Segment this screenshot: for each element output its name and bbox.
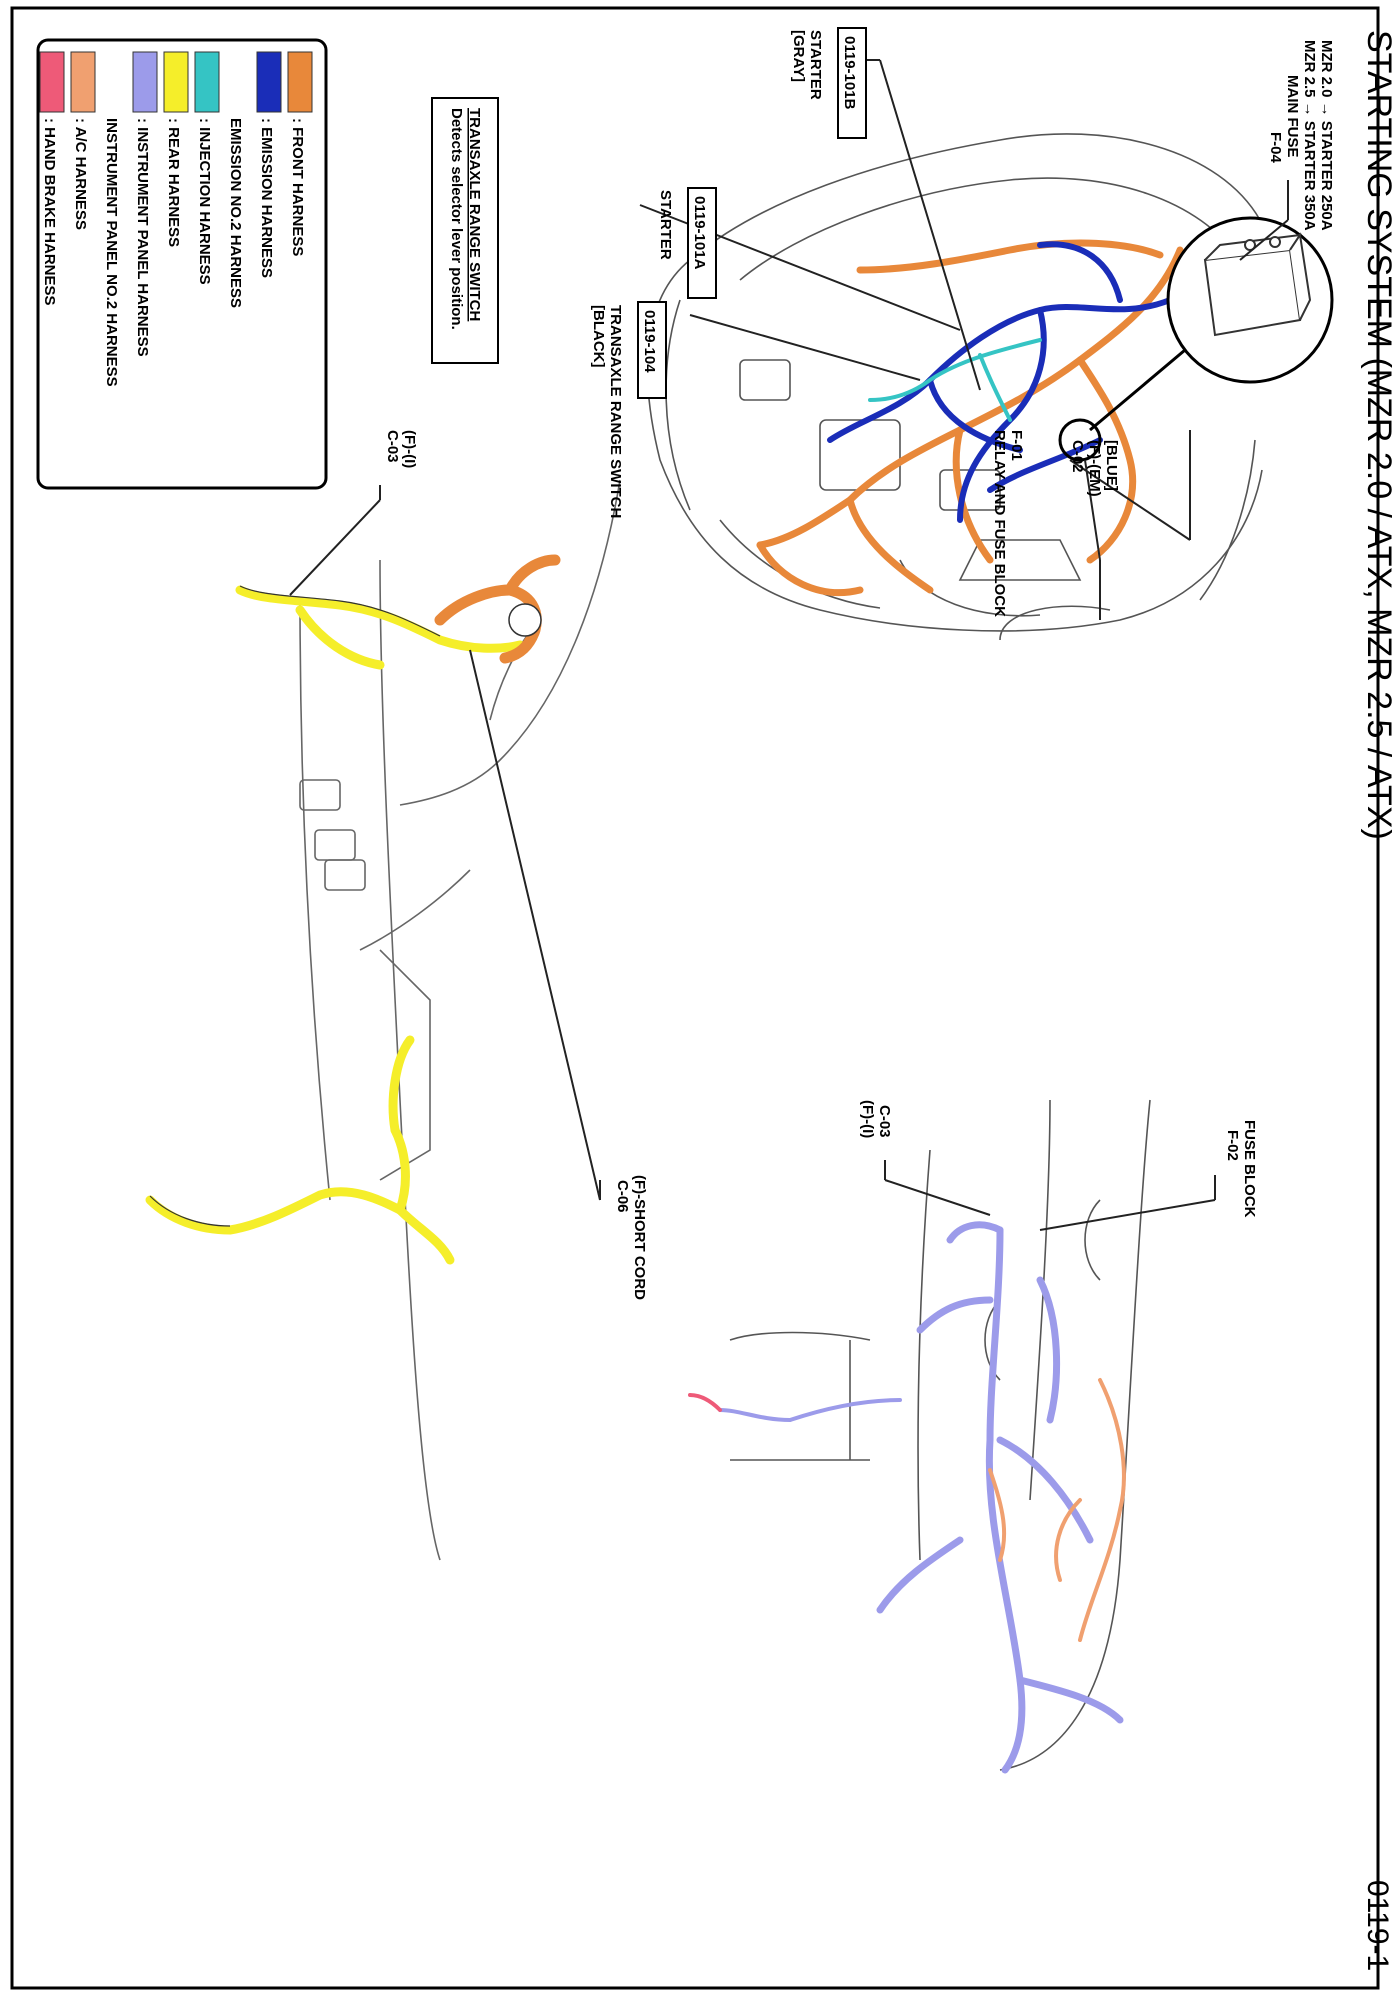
- engine-compartment-view: [646, 133, 1263, 641]
- battery-icon: [1203, 232, 1312, 337]
- legend-label: : A/C HARNESS: [72, 118, 89, 230]
- ip-c03-code: C-03: [876, 1105, 893, 1138]
- main-fuse-code: F-04: [1267, 132, 1284, 164]
- page-border: [10, 6, 1380, 1990]
- front-harness-floor: [434, 554, 561, 664]
- callout-starter-b: 0119-101B STARTER [GRAY]: [790, 27, 867, 139]
- tip-box: TRANSAXLE RANGE SWITCH Detects selector …: [431, 97, 499, 364]
- fuse-block-code: F-02: [1224, 1130, 1241, 1161]
- legend-swatch: [70, 51, 96, 113]
- c06-code: C-06: [614, 1180, 631, 1213]
- leader-lines: [289, 59, 1289, 1231]
- em-code: (F)-(EM): [1086, 440, 1103, 497]
- legend-swatch: [256, 51, 282, 113]
- short-cord-label: (F)-SHORT CORD: [631, 1175, 648, 1300]
- legend-label: : EMISSION HARNESS: [258, 118, 275, 278]
- legend-swatch: [287, 51, 313, 113]
- ac-harness: [988, 1378, 1126, 1642]
- legend-label: EMISSION NO.2 HARNESS: [227, 118, 244, 308]
- rear-harness: [145, 585, 525, 1265]
- hand-brake-harness: [688, 1393, 722, 1412]
- legend-swatch: [194, 51, 220, 113]
- legend-label: INSTRUMENT PANEL NO.2 HARNESS: [103, 118, 120, 387]
- tip-text: Detects selector lever position.: [448, 108, 465, 330]
- callout-label: TRANSAXLE RANGE SWITCH: [607, 305, 624, 518]
- callout-starter-a: 0119-101A STARTER: [657, 187, 717, 299]
- fuse-block-label: FUSE BLOCK: [1241, 1120, 1258, 1218]
- c02-code: C-02: [1069, 440, 1086, 473]
- callout-sub: [BLACK]: [590, 305, 607, 367]
- rear-c03-code: C-03: [384, 430, 401, 463]
- callout-transaxle: 0119-104 TRANSAXLE RANGE SWITCH [BLACK]: [590, 301, 667, 518]
- instrument-panel-harness: [876, 1221, 1124, 1774]
- page-number: 0119-1: [1361, 1880, 1392, 1971]
- callout-label: STARTER: [657, 190, 674, 260]
- legend-label: : INJECTION HARNESS: [196, 118, 213, 285]
- callout-label: STARTER: [807, 30, 824, 100]
- legend-swatch: [132, 51, 158, 113]
- rear-code: (F)-(I): [401, 430, 418, 468]
- main-fuse-label: MAIN FUSE: [1284, 75, 1301, 158]
- floor-view: [299, 479, 621, 1561]
- legend: : FRONT HARNESS : EMISSION HARNESS EMISSI…: [36, 38, 328, 490]
- legend-label: : HAND BRAKE HARNESS: [41, 118, 58, 306]
- legend-label: : INSTRUMENT PANEL HARNESS: [134, 118, 151, 357]
- legend-swatch: [39, 51, 65, 113]
- rear-harness-outline: [149, 585, 441, 1227]
- instrument-panel-view: [729, 1099, 1151, 1771]
- tip-heading: TRANSAXLE RANGE SWITCH: [466, 108, 483, 321]
- mzr25-note: MZR 2.5 → STARTER 350A: [1301, 40, 1318, 231]
- callout-code: 0119-101A: [691, 196, 708, 270]
- relay-code: F-01: [1008, 430, 1025, 461]
- page-title: STARTING SYSTEM (MZR 2.0 / ATX, MZR 2.5 …: [1360, 30, 1392, 840]
- callout-code: 0119-104: [641, 310, 658, 373]
- injection-harness-engine: [868, 338, 1042, 422]
- relay-label: RELAY AND FUSE BLOCK: [991, 430, 1008, 617]
- callout-sub: [GRAY]: [790, 30, 807, 82]
- ip-code: (F)-(I): [859, 1100, 876, 1138]
- callout-code: 0119-101B: [841, 36, 858, 110]
- legend-label: : FRONT HARNESS: [289, 118, 306, 256]
- legend-label: : REAR HARNESS: [165, 118, 182, 247]
- instrument-panel-no2-harness: [718, 1398, 902, 1422]
- mzr20-note: MZR 2.0 → STARTER 250A: [1318, 40, 1335, 231]
- legend-swatch: [163, 51, 189, 113]
- blue-color-label: [BLUE]: [1103, 440, 1120, 491]
- relay-fuse-block-marker: [1058, 418, 1102, 462]
